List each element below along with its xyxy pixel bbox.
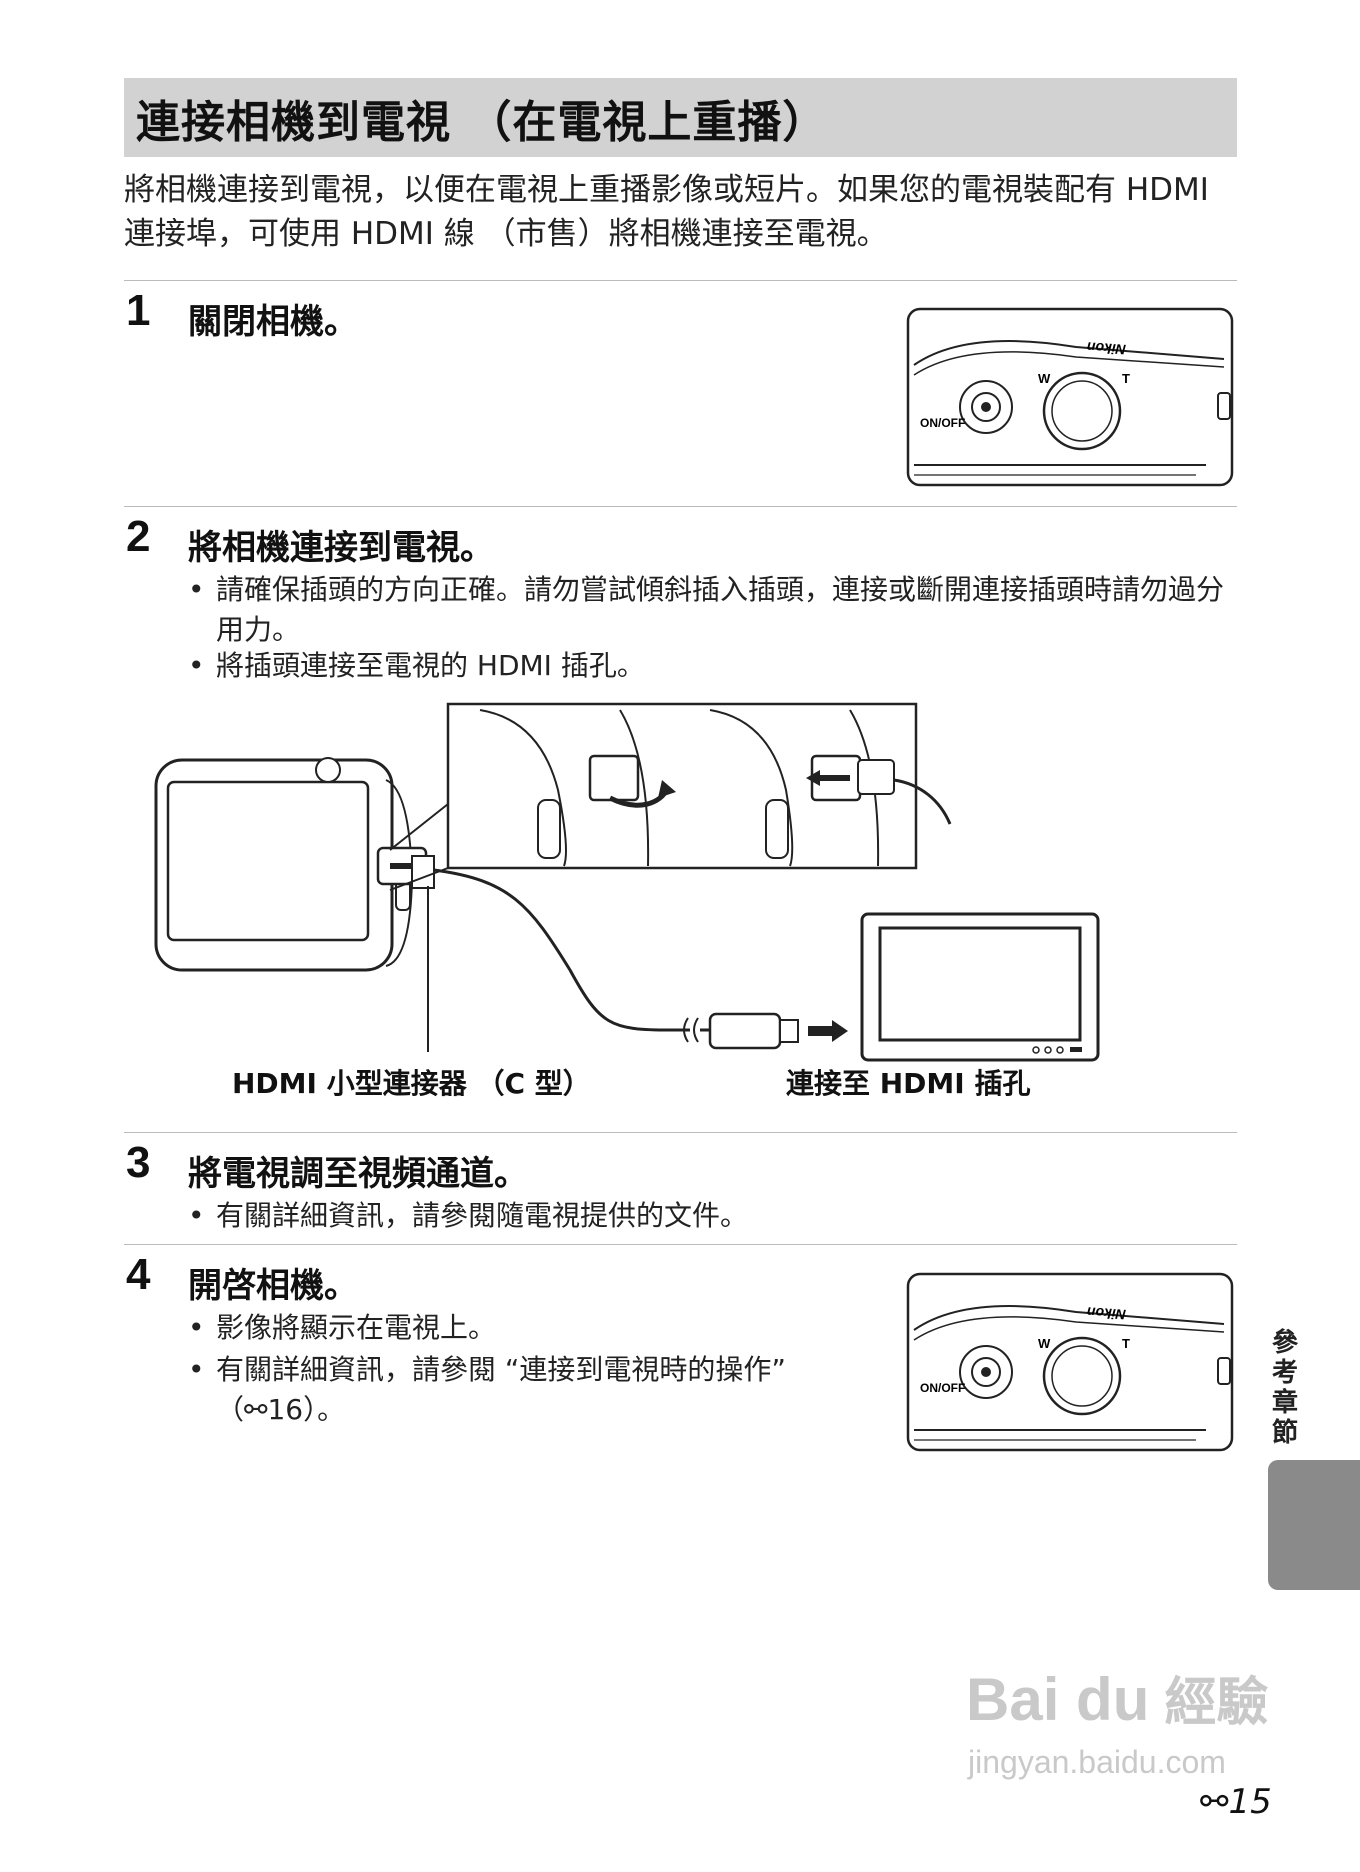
divider — [124, 1132, 1237, 1133]
step-4-number: 4 — [126, 1250, 151, 1299]
camera-top-illustration-2: ON/OFF W T Nikon — [906, 1272, 1234, 1452]
w-label: W — [1038, 371, 1051, 386]
on-off-label: ON/OFF — [920, 416, 965, 430]
bullet-text: 影像將顯示在電視上。 — [216, 1311, 497, 1344]
divider — [124, 1244, 1237, 1245]
bullet-symbol: • — [188, 1311, 205, 1344]
bullet-symbol: • — [188, 1199, 205, 1232]
page-number: ⚯15 — [1200, 1782, 1272, 1822]
step-4-title: 開啓相機。 — [188, 1266, 358, 1306]
brand-logo: Nikon — [1086, 1304, 1126, 1323]
t-label: T — [1122, 371, 1130, 386]
step-1-number: 1 — [126, 286, 151, 335]
page-title: 連接相機到電視 （在電視上重播） — [136, 97, 828, 148]
step-3-number: 3 — [126, 1138, 151, 1187]
hdmi-connection-diagram — [154, 702, 1100, 1062]
list-item: • 請確保插頭的方向正確。請勿嘗試傾斜插入插頭，連接或斷開連接插頭時請勿過分用力… — [188, 570, 1238, 650]
watermark-main: Bai du — [966, 1666, 1150, 1733]
baidu-watermark: Bai du 經驗 jingyan.baidu.com — [966, 1660, 1269, 1780]
bullet-symbol: • — [188, 573, 205, 606]
brand-logo: Nikon — [1086, 339, 1126, 358]
watermark-url: jingyan.baidu.com — [968, 1744, 1226, 1780]
step-2-title: 將相機連接到電視。 — [188, 528, 494, 568]
side-tab — [1268, 1460, 1360, 1590]
watermark-cn: 經驗 — [1164, 1673, 1269, 1733]
on-off-label: ON/OFF — [920, 1381, 965, 1395]
divider — [124, 506, 1237, 507]
list-item: • 有關詳細資訊，請參閱隨電視提供的文件。 — [188, 1196, 1238, 1236]
step-3-title: 將電視調至視頻通道。 — [188, 1154, 528, 1194]
camera-top-illustration-1: ON/OFF W T Nikon — [906, 307, 1234, 487]
list-item: • 有關詳細資訊，請參閱 “連接到電視時的操作” （⚯16）。 — [188, 1350, 878, 1430]
bullet-text: 請確保插頭的方向正確。請勿嘗試傾斜插入插頭，連接或斷開連接插頭時請勿過分用力。 — [216, 573, 1225, 646]
bullet-text: 有關詳細資訊，請參閱隨電視提供的文件。 — [216, 1199, 749, 1232]
caption-hdmi-mini-connector: HDMI 小型連接器 （C 型） — [232, 1067, 591, 1100]
caption-connect-to-hdmi-jack: 連接至 HDMI 插孔 — [786, 1067, 1031, 1100]
list-item: • 將插頭連接至電視的 HDMI 插孔。 — [188, 646, 1238, 686]
bullet-symbol: • — [188, 649, 205, 682]
divider — [124, 280, 1237, 281]
bullet-text: 將插頭連接至電視的 HDMI 插孔。 — [216, 649, 645, 682]
title-bar: 連接相機到電視 （在電視上重播） — [124, 78, 1237, 157]
bullet-text: 有關詳細資訊，請參閱 “連接到電視時的操作” （⚯16）。 — [216, 1353, 786, 1426]
step-1-title: 關閉相機。 — [188, 302, 358, 342]
side-tab-label: 參考章節 — [1271, 1328, 1298, 1448]
step-2-number: 2 — [126, 512, 151, 561]
intro-paragraph: 將相機連接到電視，以便在電視上重播影像或短片。如果您的電視裝配有 HDMI 連接… — [124, 172, 1209, 252]
w-label: W — [1038, 1336, 1051, 1351]
t-label: T — [1122, 1336, 1130, 1351]
page-number-value: 15 — [1228, 1782, 1272, 1822]
reference-section-icon: ⚯ — [1200, 1782, 1229, 1822]
bullet-symbol: • — [188, 1353, 205, 1386]
list-item: • 影像將顯示在電視上。 — [188, 1308, 868, 1348]
